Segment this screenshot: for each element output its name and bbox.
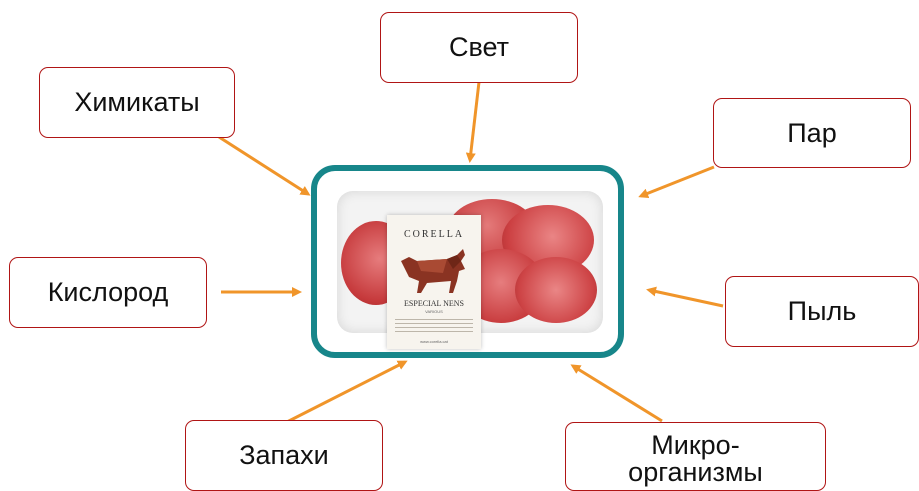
- meat-slice: [515, 257, 597, 323]
- label-zapakhi: Запахи: [239, 440, 329, 470]
- product-name: ESPECIAL NENS: [404, 299, 464, 308]
- label-box-par: Пар: [713, 98, 911, 168]
- label-mikro-line2: организмы: [628, 456, 763, 487]
- label-box-svet: Свет: [380, 12, 578, 83]
- bull-logo-icon: [401, 249, 465, 293]
- label-box-khimikaty: Химикаты: [39, 67, 235, 138]
- brand-text: CORELLA: [403, 229, 465, 240]
- label-box-mikroorganizmy: Микро- организмы: [565, 422, 826, 491]
- arrow-mikro: [570, 364, 663, 423]
- arrow-svet: [465, 81, 481, 163]
- meat-package-frame: CORELLA ESPECIAL NENS VARIOUS www.corell…: [311, 165, 624, 358]
- label-svet: Свет: [448, 32, 510, 62]
- label-pyl: Пыль: [787, 296, 857, 326]
- meat-tray: CORELLA ESPECIAL NENS VARIOUS www.corell…: [337, 191, 603, 349]
- arrow-par: [638, 165, 715, 199]
- fine-print-line: [395, 323, 473, 324]
- label-par: Пар: [787, 117, 837, 148]
- product-url: www.corella.cat: [420, 339, 448, 344]
- arrow-khimikaty: [218, 135, 311, 196]
- label-box-kislorod: Кислород: [9, 257, 207, 328]
- label-box-pyl: Пыль: [725, 276, 919, 347]
- label-box-zapakhi: Запахи: [185, 420, 383, 491]
- label-khimikaty: Химикаты: [74, 87, 200, 117]
- label-mikro-line1: Микро-: [651, 429, 740, 460]
- fine-print-line: [395, 319, 473, 320]
- fine-print-line: [395, 331, 473, 332]
- label-kislorod: Кислород: [47, 277, 169, 307]
- product-subline: VARIOUS: [425, 309, 443, 314]
- fine-print-line: [395, 327, 473, 328]
- arrow-pyl: [646, 286, 724, 308]
- product-label-card: CORELLA ESPECIAL NENS VARIOUS www.corell…: [387, 215, 481, 349]
- arrow-zapakhi: [278, 360, 408, 428]
